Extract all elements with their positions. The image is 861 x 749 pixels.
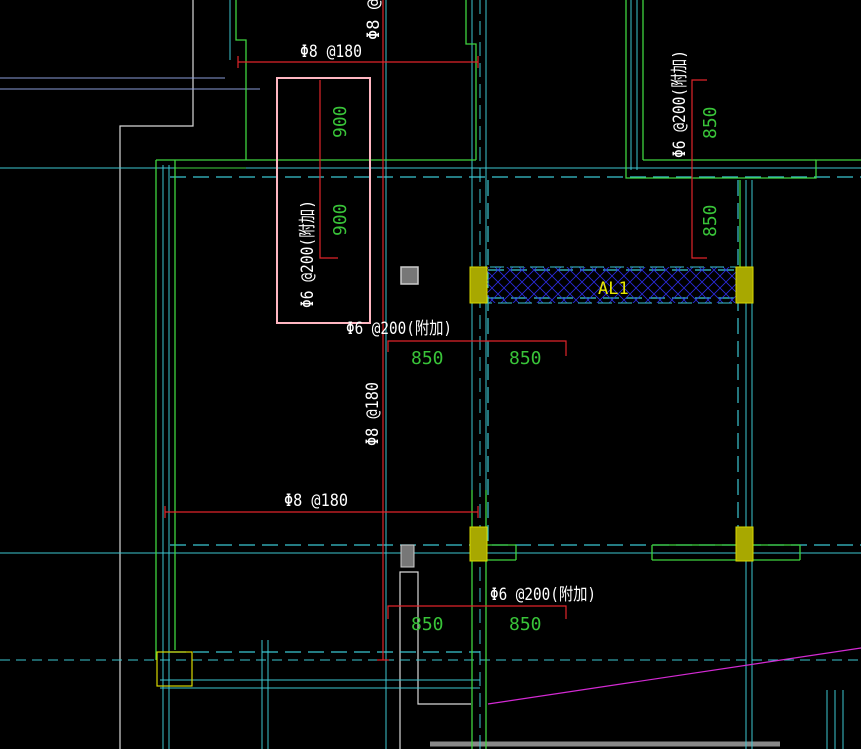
columns[interactable]	[469, 266, 754, 562]
right-rebar-label: Φ6 @200(附加)	[670, 50, 690, 158]
selected-dim-upper: 900	[330, 105, 351, 138]
right-dim-lower: 850	[700, 204, 721, 237]
center-dim-left: 850	[411, 348, 444, 369]
top-rebar-label: Φ8 @180	[300, 42, 362, 62]
center-dim-right: 850	[509, 348, 542, 369]
wall-lines	[155, 0, 861, 749]
dashed-beam-lines	[170, 176, 861, 653]
magenta-line	[487, 647, 861, 705]
corner-column-outline	[156, 651, 193, 687]
beam-al1-label: AL1	[598, 279, 629, 299]
bottom-dim-right: 850	[509, 614, 542, 635]
mid-rebar-label: Φ8 @180	[284, 491, 348, 511]
selected-rebar-label: Φ6 @200(附加)	[298, 200, 318, 308]
right-dim-upper: 850	[700, 106, 721, 139]
center-rebar-label: Φ6 @200(附加)	[346, 319, 452, 339]
grip-marker[interactable]	[400, 266, 419, 285]
selected-dim-lower: 900	[330, 203, 351, 236]
beam-al1[interactable]	[469, 266, 754, 304]
rebar-lines	[164, 0, 707, 661]
bottom-rebar-label: Φ6 @200(附加)	[490, 585, 596, 605]
selection-box[interactable]	[276, 77, 371, 324]
top-rebar-label-clipped: Φ8 @	[364, 0, 384, 40]
grip-marker-lower[interactable]	[400, 544, 415, 568]
bottom-dim-left: 850	[411, 614, 444, 635]
vertical-rebar-label: Φ8 @180	[363, 382, 383, 446]
white-outline	[119, 0, 780, 749]
